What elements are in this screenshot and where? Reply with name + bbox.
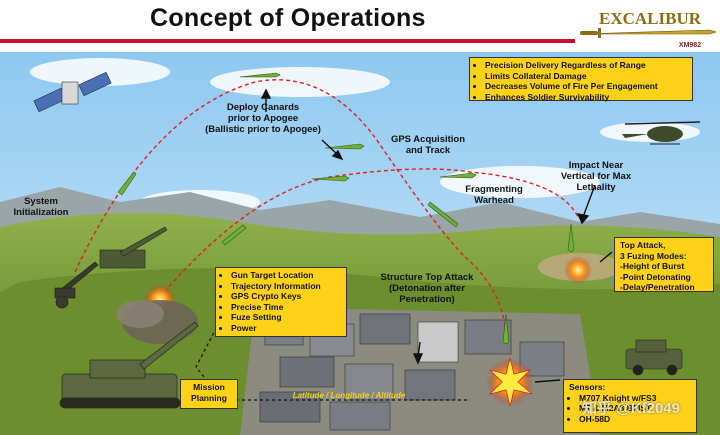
page-title: Concept of Operations [150,4,426,32]
benefit-item: Precision Delivery Regardless of Range [485,60,687,71]
top-attack-box: Top Attack, 3 Fuzing Modes: -Height of B… [614,237,714,292]
city-explosion [486,357,534,407]
humvee [625,339,683,376]
artillery-gun [54,261,99,309]
benefits-box: Precision Delivery Regardless of Range L… [469,57,693,103]
logo-subtext: XM982 [679,42,701,49]
missiles [117,72,575,345]
self-propelled-howitzer [99,226,168,269]
label-system-initialization: System Initialization [13,196,69,218]
paladin-tank [59,321,199,409]
benefit-item: Limits Collateral Damage [485,71,687,82]
label-deploy-canards: Deploy Canards prior to Apogee (Ballisti… [205,102,321,135]
label-gps-acquisition: GPS Acquisition and Track [390,134,466,156]
gun-data-item: Precise Time [231,302,341,313]
label-structure-top-attack: Structure Top Attack (Detonation after P… [380,272,474,305]
gun-data-item: GPS Crypto Keys [231,291,341,302]
pointer-arrows [260,88,613,383]
gun-data-item: Fuze Setting [231,312,341,323]
top-attack-line: 3 Fuzing Modes: [620,250,687,261]
satellite [33,71,112,113]
title-underline [0,39,575,43]
logo-text: EXCALIBUR [599,9,702,28]
target-bunker [538,253,622,284]
label-lat-long-alt: Latitude / Longitude / Altitude [292,391,406,400]
sensors-box: Sensors: M707 Knight w/FS3 M7 & M2A3 BFI… [563,379,697,433]
muzzle-blast [116,284,198,344]
gun-data-box: Gun Target Location Trajectory Informati… [215,267,347,337]
gun-data-item: Trajectory Information [231,281,341,292]
top-attack-title: Top Attack, [620,240,666,250]
benefit-item: Decreases Volume of Fire Per Engagement [485,81,687,92]
operations-scene: System Initialization Deploy Canards pri… [0,52,720,435]
comm-links [195,316,470,401]
gun-data-item: Gun Target Location [231,270,341,281]
mission-planning-box: Mission Planning [180,379,238,409]
scene-illustration [0,52,720,435]
label-fragmenting-warhead: Fragmenting Warhead [465,184,523,206]
gun-data-item: Power [231,323,341,334]
helicopter [622,121,701,145]
watermark: 知乎 @Kf2049 [582,400,680,417]
sensor-item: M707 Knight w/FS3 [579,393,691,404]
top-attack-line: -Height of Burst [620,261,685,271]
benefit-item: Enhances Soldier Survivability [485,92,687,103]
sensor-item: M7 & M2A3 BFIST [579,403,691,414]
top-attack-line: -Point Detonating [620,271,691,282]
sensor-item: OH-58D [579,414,691,425]
excalibur-logo: EXCALIBUR XM982 [580,9,717,49]
top-attack-line: -Delay/Penetration [620,282,695,292]
label-impact-near-vertical: Impact Near Vertical for Max Lethality [560,160,632,193]
sensors-title: Sensors: [569,382,606,392]
